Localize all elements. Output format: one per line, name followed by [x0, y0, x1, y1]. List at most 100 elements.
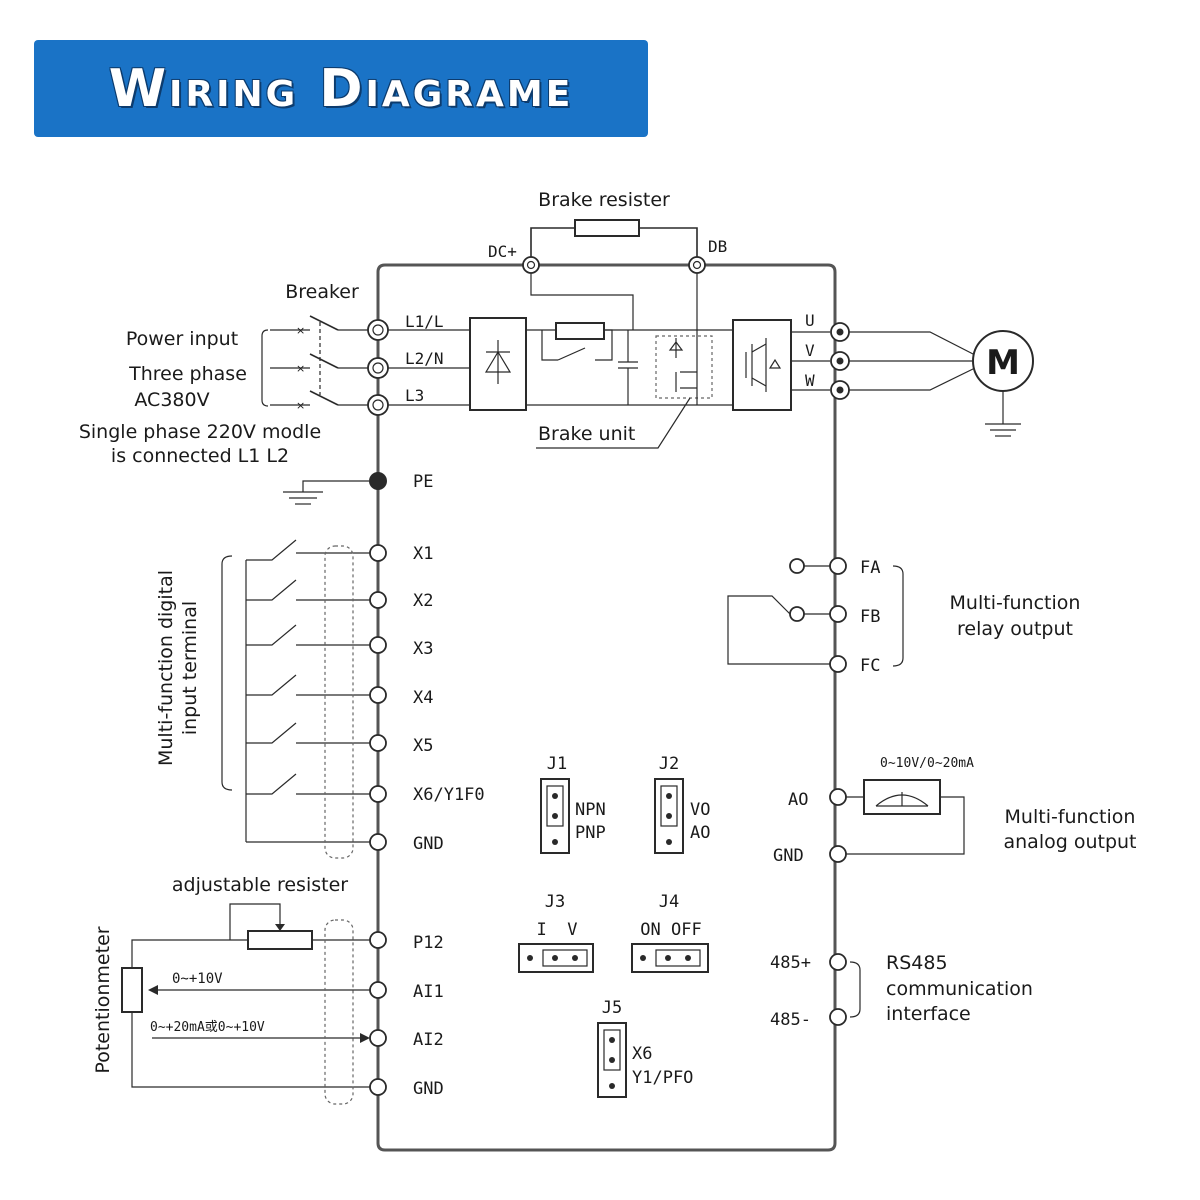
rs485-bracket — [849, 961, 861, 1018]
page-title: Wiring Diagrame — [108, 58, 574, 119]
jumper-j1: J1 NPN PNP — [540, 754, 606, 854]
fa-label: FA — [860, 558, 880, 578]
shield-cable-analog — [324, 919, 354, 1105]
brake-igbt-icon — [668, 338, 697, 392]
x3-label: X3 — [413, 639, 433, 659]
x4-label: X4 — [413, 688, 433, 708]
svg-text:×: × — [296, 324, 305, 337]
brake-unit-box — [655, 335, 713, 399]
analog-output-label-1: Multi-function — [1005, 806, 1136, 828]
motor-ground-icon — [985, 391, 1021, 437]
l2-label: L2/N — [405, 349, 444, 368]
drive-frame — [376, 263, 837, 1152]
j5-x6-label: X6 — [632, 1044, 652, 1064]
x5-label: X5 — [413, 736, 433, 756]
j2-label: J2 — [659, 754, 679, 774]
jumper-j5: J5 X6 Y1/PFO — [597, 998, 693, 1098]
j4-options-label: ON OFF — [640, 920, 701, 940]
svg-text:×: × — [296, 399, 305, 412]
db-terminal — [688, 256, 706, 274]
jumper-j4: J4 ON OFF — [631, 892, 709, 973]
power-input-label: Power input — [126, 328, 238, 350]
ai1-label: AI1 — [413, 982, 444, 1002]
analog-output-label-2: analog output — [1004, 831, 1137, 853]
digital-input-switches — [245, 539, 370, 843]
fb-label: FB — [860, 607, 880, 627]
relay-contacts — [727, 558, 830, 665]
rs485-minus-label: 485- — [770, 1010, 811, 1030]
range-label-1: 0~+10V — [172, 971, 223, 987]
dc-plus-terminal — [522, 256, 540, 274]
ai2-label: AI2 — [413, 1030, 444, 1050]
ao-label: AO — [788, 790, 808, 810]
j4-label: J4 — [659, 892, 679, 912]
motor-terminals — [830, 322, 850, 400]
brake-resister-label: Brake resister — [538, 189, 670, 211]
precharge-resistor — [555, 322, 605, 340]
inverter-igbt-icon — [745, 338, 782, 392]
l3-label: L3 — [405, 386, 424, 405]
rectifier-diode-icon — [484, 340, 512, 384]
brake-resistor — [574, 219, 640, 237]
j1-label: J1 — [547, 754, 567, 774]
j2-ao-label: AO — [690, 823, 710, 843]
inverter-block — [732, 319, 792, 411]
rs485-minus-terminal — [829, 1008, 847, 1026]
rs485-label-1: RS485 — [886, 952, 948, 974]
u-label: U — [805, 311, 815, 330]
analog-input-terminals — [369, 931, 387, 1096]
capacitor-icon — [618, 330, 638, 405]
single-phase-label-1: Single phase 220V modle — [79, 421, 321, 443]
ao-range-label: 0~10V/0~20mA — [880, 756, 974, 771]
db-label: DB — [708, 237, 727, 256]
rs485-plus-terminal — [829, 953, 847, 971]
digital-input-label-1: Multi-function digital — [155, 570, 177, 766]
l1-label: L1/L — [405, 312, 444, 331]
gnd-ao-terminal — [829, 845, 847, 863]
digital-input-terminals — [369, 544, 387, 851]
j1-pnp-label: PNP — [575, 823, 606, 843]
ac380-label: AC380V — [134, 389, 209, 411]
p12-label: P12 — [413, 933, 444, 953]
adjustable-resistor — [229, 903, 313, 950]
digital-input-bracket — [221, 555, 233, 791]
dc-plus-label: DC+ — [488, 242, 517, 261]
x1-label: X1 — [413, 544, 433, 564]
motor-label: M — [986, 343, 1020, 383]
breaker-label: Breaker — [285, 281, 359, 303]
rs485-plus-label: 485+ — [770, 953, 811, 973]
relay-label-2: relay output — [957, 618, 1073, 640]
single-phase-label-2: is connected L1 L2 — [111, 445, 289, 467]
jumper-j2: J2 VO AO — [654, 754, 710, 854]
digital-input-label-2: input terminal — [179, 601, 201, 735]
ao-terminal — [829, 788, 847, 806]
j5-y1pfo-label: Y1/PFO — [632, 1068, 693, 1088]
pe-ground-icon — [283, 480, 369, 505]
three-phase-label: Three phase — [128, 363, 247, 385]
gnd-analog-label: GND — [413, 1079, 444, 1099]
j3-label: J3 — [545, 892, 565, 912]
meter-icon — [863, 779, 941, 815]
title-banner — [34, 40, 648, 137]
jumper-j3: J3 I V — [518, 892, 594, 973]
rs485-label-3: interface — [886, 1003, 971, 1025]
rs485-label-2: communication — [886, 978, 1033, 1000]
pe-label: PE — [413, 472, 433, 492]
w-label: W — [805, 371, 815, 390]
pe-terminal — [369, 472, 387, 490]
v-label: V — [805, 341, 815, 360]
j3-options-label: I V — [537, 920, 578, 940]
shield-cable-digital — [324, 545, 354, 859]
range-label-2: 0~+20mA或0~+10V — [150, 1020, 265, 1035]
x6-label: X6/Y1F0 — [413, 785, 485, 805]
relay-label-1: Multi-function — [950, 592, 1081, 614]
relay-terminals — [829, 557, 847, 673]
potentiometer — [121, 967, 143, 1013]
gnd-digital-label: GND — [413, 834, 444, 854]
adjustable-resister-label: adjustable resister — [172, 874, 348, 896]
fc-label: FC — [860, 656, 880, 676]
relay-bracket — [892, 565, 904, 667]
breaker-switches: × × × — [270, 315, 370, 412]
power-terminals — [367, 319, 389, 416]
